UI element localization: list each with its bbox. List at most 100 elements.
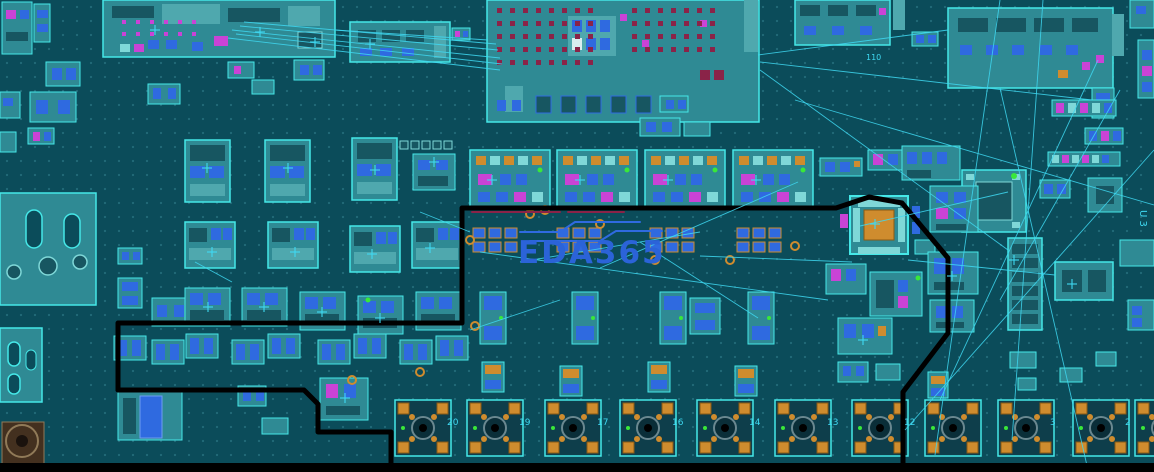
- component-shape[interactable]: [535, 95, 552, 114]
- component-shape[interactable]: [873, 154, 883, 165]
- component-bga[interactable]: [816, 402, 829, 415]
- component-shape[interactable]: [1113, 131, 1121, 141]
- component-bga[interactable]: [888, 414, 894, 420]
- component-shape[interactable]: [166, 40, 177, 49]
- component-bga[interactable]: [1137, 441, 1150, 454]
- component-moduleB[interactable]: [671, 192, 683, 202]
- component-bga[interactable]: [419, 424, 427, 432]
- component-shape[interactable]: [744, 0, 758, 52]
- component-moduleB[interactable]: [516, 174, 527, 185]
- component-capsmall[interactable]: [651, 380, 667, 389]
- component-shape[interactable]: [804, 26, 816, 35]
- component-bga[interactable]: [569, 424, 577, 432]
- component-shape[interactable]: [122, 282, 138, 291]
- component-moduleB[interactable]: [779, 174, 790, 185]
- component-bga[interactable]: [401, 426, 405, 430]
- component-shape[interactable]: [326, 406, 360, 415]
- component-vrm[interactable]: [270, 145, 305, 161]
- component-shape[interactable]: [1034, 18, 1064, 32]
- component-moduleB[interactable]: [619, 192, 630, 202]
- component-shape[interactable]: [37, 24, 48, 32]
- component-blockA[interactable]: [272, 248, 314, 260]
- component-shape[interactable]: [996, 18, 1026, 32]
- component-blockB[interactable]: [305, 314, 339, 324]
- component-moduleB[interactable]: [691, 174, 702, 185]
- component-cap3[interactable]: [504, 241, 518, 253]
- component-bga[interactable]: [1141, 426, 1145, 430]
- component-vrm[interactable]: [376, 164, 391, 176]
- component-shape[interactable]: [844, 324, 856, 338]
- component-shape[interactable]: [261, 417, 289, 435]
- component-moduleB[interactable]: [577, 156, 587, 165]
- component-cap3[interactable]: [752, 227, 766, 239]
- component-shape[interactable]: [934, 258, 946, 274]
- component-moduleB[interactable]: [781, 156, 791, 165]
- component-bga[interactable]: [738, 441, 751, 454]
- component-shape[interactable]: [20, 10, 29, 19]
- component-shape[interactable]: [463, 31, 468, 37]
- component-bga[interactable]: [469, 402, 482, 415]
- component-shape[interactable]: [700, 20, 707, 27]
- component-shape[interactable]: [854, 161, 860, 167]
- component-shape[interactable]: [418, 176, 448, 186]
- component-shape[interactable]: [256, 390, 264, 401]
- component-shape[interactable]: [863, 209, 895, 241]
- component-bga[interactable]: [436, 402, 449, 415]
- component-blockB[interactable]: [190, 310, 224, 320]
- component-blockA[interactable]: [354, 232, 372, 246]
- component-capv[interactable]: [752, 326, 770, 340]
- component-bga[interactable]: [559, 414, 565, 420]
- component-shape[interactable]: [683, 121, 711, 137]
- component-cap3[interactable]: [736, 227, 750, 239]
- component-blockA[interactable]: [211, 228, 221, 240]
- component-bga[interactable]: [656, 414, 662, 420]
- component-moduleB[interactable]: [651, 156, 661, 165]
- component-bga[interactable]: [1109, 436, 1115, 442]
- component-dot[interactable]: [365, 297, 371, 303]
- component-bga[interactable]: [634, 436, 640, 442]
- component-cap3[interactable]: [472, 227, 486, 239]
- component-shape[interactable]: [858, 200, 900, 207]
- component-bga[interactable]: [503, 414, 509, 420]
- component-shape[interactable]: [1142, 82, 1152, 92]
- component-blockA[interactable]: [416, 228, 434, 242]
- component-shape[interactable]: [421, 140, 431, 150]
- component-moduleB[interactable]: [500, 174, 511, 185]
- component-moduleB[interactable]: [532, 156, 542, 165]
- component-shape[interactable]: [1095, 351, 1117, 367]
- component-dot[interactable]: [595, 219, 605, 229]
- component-shape[interactable]: [975, 181, 1013, 221]
- component-shape[interactable]: [928, 35, 936, 43]
- component-bga[interactable]: [927, 441, 940, 454]
- component-moduleB[interactable]: [624, 167, 630, 173]
- component-cap3[interactable]: [681, 241, 695, 253]
- component-bga[interactable]: [508, 441, 521, 454]
- component-shape[interactable]: [907, 152, 917, 164]
- component-dot[interactable]: [38, 256, 58, 276]
- component-shape[interactable]: [958, 18, 988, 32]
- component-bga[interactable]: [927, 402, 940, 415]
- component-shape[interactable]: [1012, 244, 1038, 254]
- component-shape[interactable]: [1066, 45, 1078, 55]
- component-bga[interactable]: [547, 402, 560, 415]
- component-bga[interactable]: [586, 402, 599, 415]
- component-shape[interactable]: [6, 10, 16, 19]
- component-shape[interactable]: [1080, 103, 1088, 113]
- component-shape[interactable]: [862, 324, 874, 338]
- component-shape[interactable]: [1092, 103, 1100, 113]
- component-bga[interactable]: [473, 426, 477, 430]
- component-bga[interactable]: [431, 414, 437, 420]
- component-moduleB[interactable]: [478, 174, 492, 185]
- component-bga[interactable]: [781, 426, 785, 430]
- component-capv[interactable]: [484, 296, 502, 310]
- component-dot[interactable]: [72, 254, 88, 270]
- component-bga[interactable]: [547, 441, 560, 454]
- component-capsmall[interactable]: [563, 369, 579, 378]
- component-moduleB[interactable]: [800, 167, 806, 173]
- component-moduleB[interactable]: [759, 192, 771, 202]
- component-shape[interactable]: [1112, 14, 1124, 56]
- component-blockA[interactable]: [376, 232, 386, 244]
- component-bga[interactable]: [634, 414, 640, 420]
- component-bga[interactable]: [733, 414, 739, 420]
- component-shape[interactable]: [436, 160, 448, 170]
